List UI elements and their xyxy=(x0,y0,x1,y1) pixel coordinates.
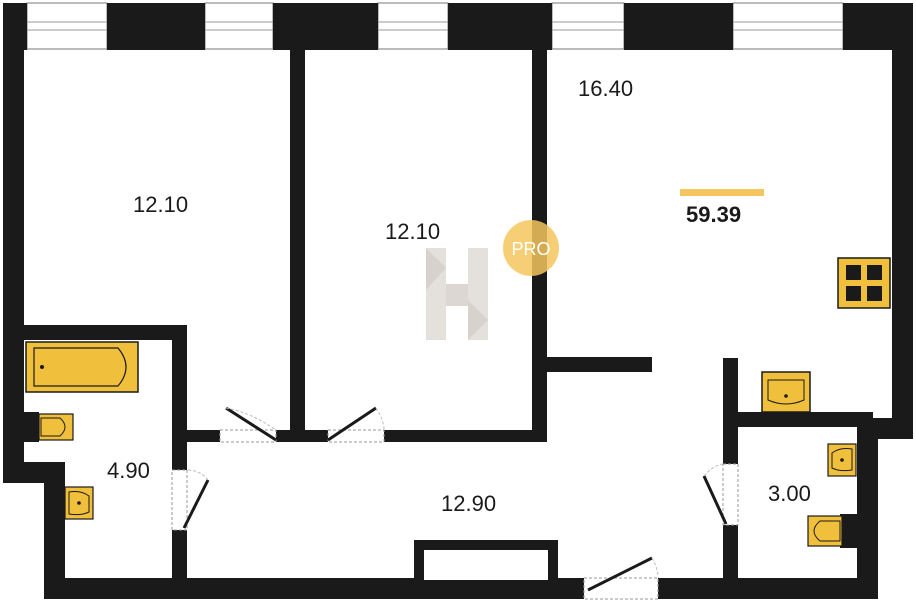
door-bathroom xyxy=(182,479,210,529)
wall-pillar xyxy=(273,3,378,50)
doors xyxy=(171,406,739,600)
wall-bedrooms xyxy=(290,50,305,442)
window-4 xyxy=(551,2,625,50)
wc-toilet-icon xyxy=(807,514,857,548)
wall-pillar xyxy=(448,3,552,50)
room-area-bedroom-1: 12.10 xyxy=(133,192,188,217)
wall-bath-right xyxy=(172,325,187,470)
wall-pillar xyxy=(624,3,733,50)
wall-bottom xyxy=(658,578,878,599)
wall-right-lower xyxy=(857,418,878,599)
pro-badge-text: PRO xyxy=(511,239,550,259)
stove-icon xyxy=(837,257,891,309)
total-area-label: 59.39 xyxy=(686,202,741,227)
window-group xyxy=(26,2,844,50)
door-bedroom-1 xyxy=(225,406,277,442)
door-bedroom-2 xyxy=(327,406,377,442)
wall-left-outer xyxy=(3,3,24,483)
wall-wc-top xyxy=(723,412,873,427)
wall-right-outer xyxy=(892,3,913,439)
door-entrance xyxy=(587,556,653,592)
room-area-bedroom-2: 12.10 xyxy=(385,219,440,244)
wall-corridor-top xyxy=(172,430,220,442)
window-3 xyxy=(377,2,449,50)
wall-left-lower xyxy=(44,462,65,599)
room-area-bathroom: 4.90 xyxy=(107,458,150,483)
door-wc xyxy=(702,475,728,525)
pro-badge-icon xyxy=(503,220,559,276)
room-area-hallway: 12.90 xyxy=(441,491,496,516)
watermark-logo xyxy=(426,248,488,340)
corridor-cabinet-inner xyxy=(424,550,548,580)
kitchen-sink-icon xyxy=(761,371,811,413)
wall-wc-left xyxy=(723,358,738,464)
wall-kitchen-stub xyxy=(547,357,652,372)
toilet-icon xyxy=(24,412,74,442)
window-5 xyxy=(732,2,844,50)
wc-sink-icon xyxy=(827,443,857,477)
wall-bath-top xyxy=(24,325,187,340)
wall-corridor-top xyxy=(384,430,547,442)
bathtub-icon xyxy=(25,341,139,393)
window-1 xyxy=(26,2,108,50)
wall-wc-left xyxy=(723,525,738,588)
room-area-kitchen-living: 16.40 xyxy=(578,76,633,101)
wall-bath-right xyxy=(172,530,187,588)
total-area-accent-bar xyxy=(680,189,764,196)
wall-pillar xyxy=(107,3,205,50)
sink-icon xyxy=(64,486,94,520)
room-area-wc: 3.00 xyxy=(768,481,811,506)
wall-corridor-top xyxy=(276,430,328,442)
window-2 xyxy=(204,2,274,50)
